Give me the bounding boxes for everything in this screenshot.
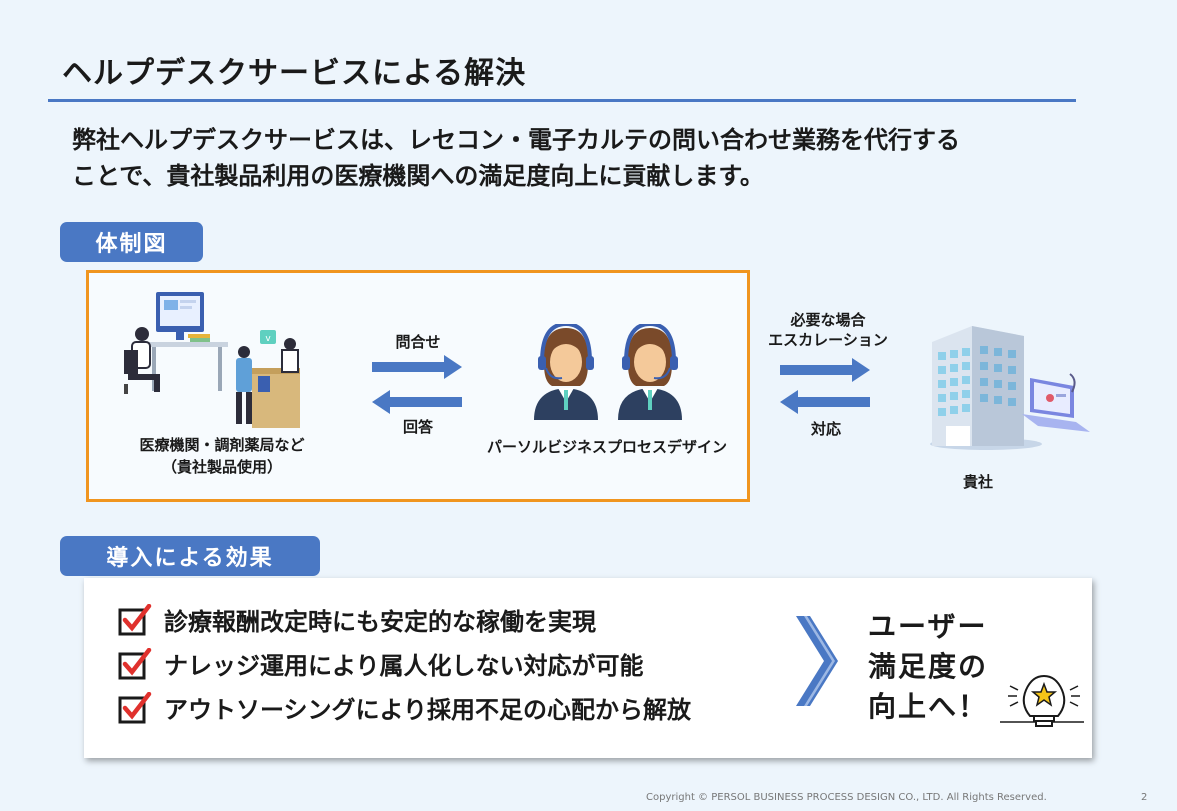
- result-line-3: 向上へ！: [868, 690, 989, 723]
- arrow-right-icon: [372, 355, 462, 379]
- title-divider: [48, 99, 1076, 102]
- operator-label: パーソルビジネスプロセスデザイン: [486, 438, 727, 456]
- escalation-label-line-2: エスカレーション: [768, 331, 888, 349]
- lightbulb-star-icon: [1000, 674, 1084, 727]
- checkbox-checked-icon: [118, 691, 152, 723]
- svg-text:v: v: [265, 334, 271, 344]
- lead-line-1: 弊社ヘルプデスクサービスは、レセコン・電子カルテの問い合わせ業務を代行する: [72, 126, 960, 154]
- effect-text-3: アウトソーシングにより採用不足の心配から解放: [164, 696, 692, 724]
- lead-line-2: ことで、貴社製品利用の医療機関への満足度向上に貢献します。: [72, 162, 764, 190]
- arrow-left-icon: [372, 390, 462, 414]
- answer-label: 回答: [402, 418, 433, 436]
- page-number: 2: [1141, 792, 1148, 803]
- inquiry-label: 問合せ: [395, 333, 441, 351]
- company-label: 貴社: [962, 473, 993, 491]
- operator-2-icon: [618, 324, 682, 420]
- operator-1-icon: [534, 324, 598, 420]
- escalation-label: 必要な場合 エスカレーション: [756, 310, 900, 350]
- lead-text: 弊社ヘルプデスクサービスは、レセコン・電子カルテの問い合わせ業務を代行する こと…: [72, 122, 1112, 194]
- checkbox-checked-icon: [118, 603, 152, 635]
- copyright-footer: Copyright © PERSOL BUSINESS PROCESS DESI…: [646, 792, 1047, 803]
- response-label: 対応: [810, 420, 841, 438]
- client-label: 医療機関・調剤薬局など （貴社製品使用）: [118, 434, 326, 478]
- result-line-2: 満足度の: [868, 650, 989, 683]
- operator-illustration: [534, 324, 682, 420]
- section-tag-structure: 体制図: [60, 222, 203, 262]
- client-label-line-2: （貴社製品使用）: [161, 458, 282, 476]
- company-building-illustration: [930, 326, 1090, 450]
- response-arrow-left-icon: [780, 390, 870, 414]
- effect-item-1: 診療報酬改定時にも安定的な稼働を実現: [118, 602, 596, 637]
- escalation-label-line-1: 必要な場合: [790, 311, 866, 329]
- page-title: ヘルプデスクサービスによる解決: [62, 56, 527, 91]
- effect-item-2: ナレッジ運用により属人化しない対応が可能: [118, 646, 644, 681]
- result-text: ユーザー 満足度の 向上へ！: [868, 607, 988, 727]
- escalation-arrow-right-icon: [780, 358, 870, 382]
- medical-office-illustration: v: [124, 292, 300, 428]
- effect-box: [84, 578, 1092, 758]
- effect-item-3: アウトソーシングにより採用不足の心配から解放: [118, 690, 691, 725]
- checkbox-checked-icon: [118, 647, 152, 679]
- effect-text-2: ナレッジ運用により属人化しない対応が可能: [164, 652, 644, 680]
- effect-text-1: 診療報酬改定時にも安定的な稼働を実現: [164, 608, 596, 636]
- result-line-1: ユーザー: [868, 610, 988, 643]
- client-label-line-1: 医療機関・調剤薬局など: [139, 436, 305, 454]
- chevron-right-icon: [796, 616, 838, 706]
- section-tag-effect: 導入による効果: [60, 536, 320, 576]
